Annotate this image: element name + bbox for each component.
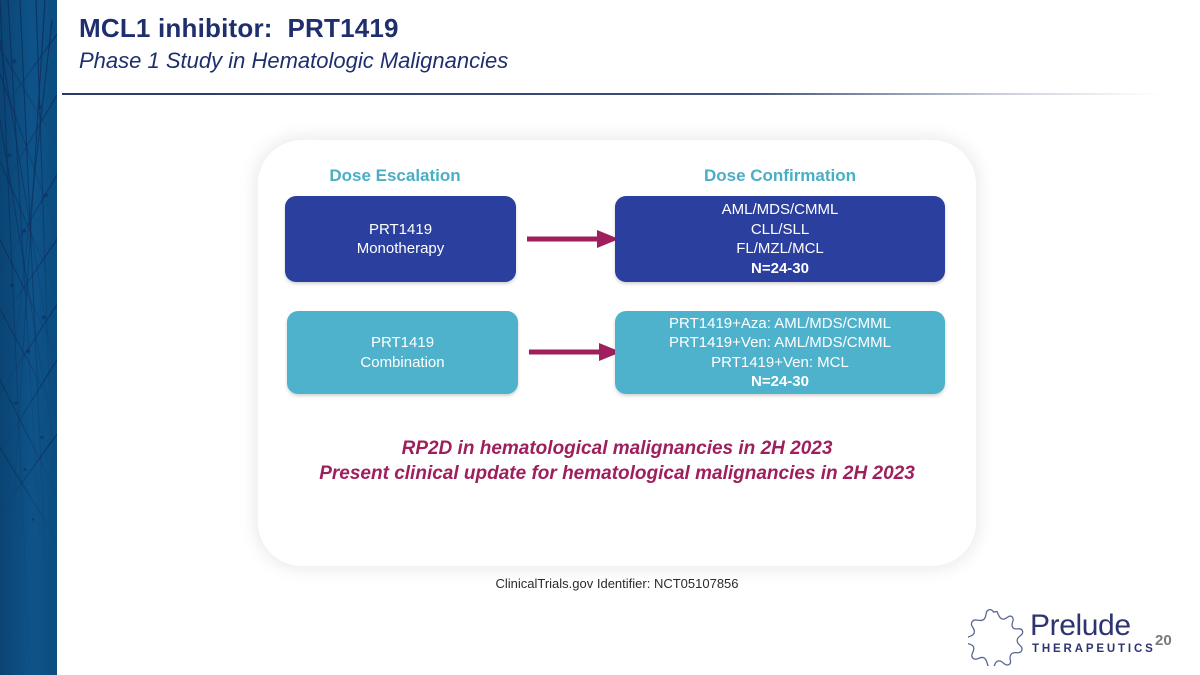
callout-statement: RP2D in hematological malignancies in 2H… — [258, 436, 976, 487]
logo-tagline: THERAPEUTICS — [1032, 643, 1156, 655]
box-line: FL/MZL/MCL — [736, 240, 824, 257]
callout-line-2: Present clinical update for hematologica… — [319, 463, 915, 485]
box-line: PRT1419+Ven: AML/MDS/CMML — [669, 334, 891, 351]
callout-line-1: RP2D in hematological malignancies in 2H… — [401, 438, 833, 459]
column-heading-dose-escalation: Dose Escalation — [329, 166, 461, 185]
mesh-pattern-icon — [0, 0, 57, 675]
box-line: PRT1419 — [368, 220, 433, 238]
slide-header: MCL1 inhibitor: PRT1419 Phase 1 Study in… — [79, 12, 1079, 75]
company-logo: Prelude THERAPEUTICS — [968, 608, 1153, 666]
page-number: 20 — [1155, 632, 1172, 649]
box-prt1419-monotherapy: PRT1419 Monotherapy — [285, 196, 516, 282]
box-dose-confirmation-monotherapy: AML/MDS/CMML CLL/SLL FL/MZL/MCL N=24-30 — [615, 196, 945, 282]
logo-wordmark: Prelude — [1030, 609, 1131, 642]
box-line: CLL/SLL — [750, 220, 810, 238]
box-line: PRT1419 — [370, 334, 435, 351]
box-prt1419-combination: PRT1419 Combination — [287, 311, 518, 394]
box-line: AML/MDS/CMML — [721, 201, 839, 218]
box-line: PRT1419+Aza: AML/MDS/CMML — [669, 314, 891, 332]
box-line: Combination — [360, 353, 445, 371]
sidebar-white-edge — [57, 0, 62, 675]
page-subtitle: Phase 1 Study in Hematologic Malignancie… — [79, 47, 509, 73]
box-line: PRT1419+Ven: MCL — [711, 353, 849, 371]
column-heading-dose-confirmation: Dose Confirmation — [703, 166, 857, 185]
arrow-right-icon — [529, 343, 621, 361]
arrow-right-icon — [527, 230, 619, 248]
decorative-sidebar — [0, 0, 57, 675]
clinicaltrials-footnote: ClinicalTrials.gov Identifier: NCT051078… — [495, 576, 739, 591]
page-title: MCL1 inhibitor: PRT1419 — [79, 13, 399, 43]
header-divider — [62, 93, 1162, 95]
box-dose-confirmation-combination: PRT1419+Aza: AML/MDS/CMML PRT1419+Ven: A… — [615, 311, 945, 394]
enrollment-count: N=24-30 — [751, 373, 809, 390]
box-line: Monotherapy — [356, 240, 445, 257]
enrollment-count: N=24-30 — [751, 259, 809, 277]
starburst-icon — [968, 608, 1024, 666]
